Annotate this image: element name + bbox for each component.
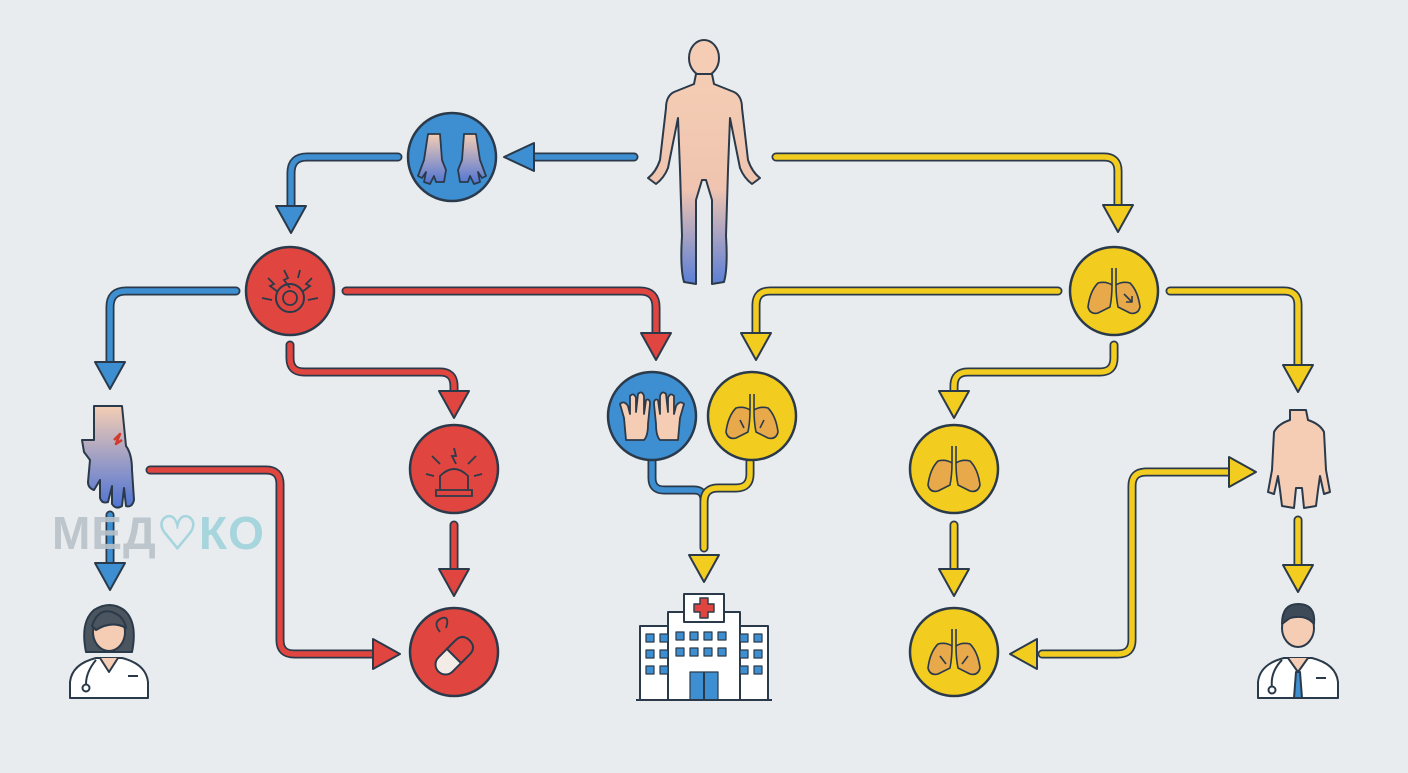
arrow-head-yellow-down-6 xyxy=(1282,564,1314,593)
watermark-suffix: КО xyxy=(199,507,265,559)
raised-hands-icon xyxy=(606,370,698,462)
arrow-head-blue-down-3 xyxy=(94,562,126,591)
heart-o-icon: ♡ xyxy=(156,507,200,559)
pill-icon xyxy=(408,606,500,698)
red-connectors xyxy=(145,286,661,659)
lungs-icon xyxy=(706,370,798,462)
yellow-connectors xyxy=(699,152,1303,659)
arrow-heads xyxy=(94,142,1314,670)
arrow-head-yellow-down-7 xyxy=(688,554,720,583)
lungs-icon xyxy=(908,606,1000,698)
siren-icon xyxy=(408,423,500,515)
blue-hands-icon xyxy=(406,111,498,203)
arrow-head-blue-left xyxy=(503,142,535,172)
arrow-head-yellow-down-3 xyxy=(1282,364,1314,393)
male-doctor-icon xyxy=(1257,603,1339,699)
arrow-head-yellow-down-4 xyxy=(938,390,970,419)
pain-burst-icon xyxy=(244,245,336,337)
arrow-head-red-down-1 xyxy=(640,332,672,361)
arrow-head-red-down-3 xyxy=(438,568,470,597)
arrow-head-red-right xyxy=(372,638,401,670)
connectors xyxy=(105,152,1303,659)
lungs-icon xyxy=(1068,245,1160,337)
arrow-head-yellow-down-1 xyxy=(1102,204,1134,233)
torso-icon xyxy=(1267,409,1331,509)
watermark-logo: МЕД♡КО xyxy=(52,506,265,560)
female-doctor-icon xyxy=(69,604,149,699)
arrow-head-blue-down-1 xyxy=(275,205,307,234)
hospital-icon xyxy=(636,593,772,701)
injured-hand-icon xyxy=(81,405,135,509)
lungs-icon xyxy=(908,423,1000,515)
blue-connectors xyxy=(105,152,709,575)
arrow-head-red-down-2 xyxy=(438,390,470,419)
arrow-head-blue-down-2 xyxy=(94,361,126,390)
arrow-head-yellow-right xyxy=(1228,456,1257,488)
watermark-prefix: МЕД xyxy=(52,507,157,559)
arrow-head-yellow-down-5 xyxy=(938,568,970,597)
arrow-head-yellow-left xyxy=(1009,638,1038,670)
arrow-head-yellow-down-2 xyxy=(740,332,772,361)
human-body-icon xyxy=(647,39,761,285)
